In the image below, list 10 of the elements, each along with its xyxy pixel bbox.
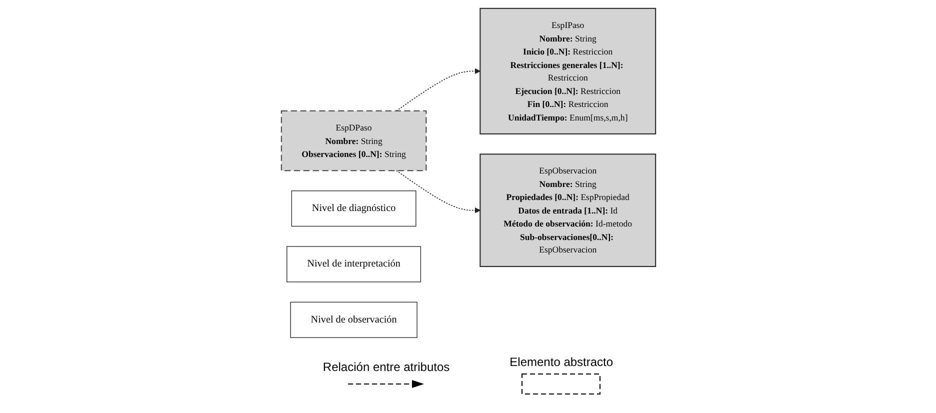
arrow: [396, 170, 480, 213]
legend-label: Elemento abstracto: [510, 355, 614, 369]
legend-label: Relación entre atributos: [322, 360, 450, 374]
node-box: EspDPaso Nombre: String Observaciones [0..N]: String: [280, 110, 426, 171]
node-box: EspObservacion Nombre: String Propiedades [0..N]: EspPropiedad Datos de entrada [1..N]: Id Método de observación: Id-metodo Sub-observaciones[0..N]: EspObservacion: [479, 153, 656, 266]
node-box: EspIPaso Nombre: String Inicio [0..N]: Restriccion Restricciones generales [1..N]: Restriccion Ejecucion [0..N]: Restriccion Fin [0..N]: Restriccion UnidadTiempo: Enum[ms,s,m,h]: [479, 7, 656, 134]
node-box: Nivel de diagnóstico: [290, 190, 416, 226]
node-box: Nivel de observación: [290, 301, 417, 338]
arrow: [396, 68, 480, 111]
node-box: Nivel de interpretación: [286, 246, 421, 282]
